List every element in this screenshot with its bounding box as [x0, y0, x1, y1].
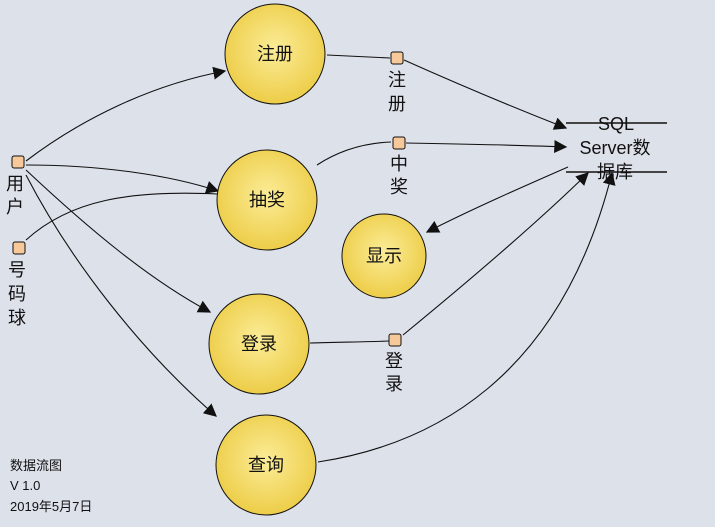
process-display-label: 显示	[366, 246, 402, 267]
entity-number-ball: 号 码 球	[8, 241, 26, 329]
edge-user-to-lottery	[25, 164, 220, 194]
flow-node-register: 注 册	[388, 51, 406, 115]
entity-number-ball-char-1: 号	[8, 260, 26, 281]
data-store-line-1: SQL	[598, 114, 634, 134]
footer-version: V 1.0	[10, 478, 40, 493]
edge-db-to-display	[425, 166, 569, 233]
edge-user-to-login	[25, 169, 212, 313]
edge-query-to-db	[317, 171, 616, 463]
process-register-circle	[224, 3, 326, 105]
flow-win-char-1: 中	[390, 154, 408, 175]
flow-login-char-2: 录	[385, 374, 403, 395]
process-lottery-circle	[216, 149, 318, 251]
data-store-line-2: Server数	[579, 138, 650, 158]
number-ball-node-icon	[12, 241, 26, 255]
edge-user-to-register	[25, 66, 227, 162]
process-register: 注册	[224, 3, 326, 105]
entity-user-char-1: 用	[6, 174, 24, 195]
flow-node-login: 登 录	[385, 333, 403, 395]
entity-user: 用 户	[6, 155, 25, 218]
edge-win-node-to-db	[405, 139, 568, 153]
flow-register-char-2: 册	[388, 94, 406, 115]
edge-numberball-to-lottery	[25, 192, 218, 241]
edge-login-node-to-db	[402, 172, 589, 336]
flow-edges	[25, 54, 616, 463]
footer-date: 2019年5月7日	[10, 499, 92, 514]
process-login: 登录	[208, 293, 310, 395]
data-store-line-3: 据库	[597, 162, 633, 182]
flow-win-node-icon	[392, 136, 406, 150]
process-login-circle	[208, 293, 310, 395]
process-query: 查询	[215, 414, 317, 516]
flow-node-win: 中 奖	[390, 136, 408, 198]
process-display-circle	[341, 213, 427, 299]
process-query-circle	[215, 414, 317, 516]
flow-login-char-1: 登	[385, 351, 403, 372]
edge-login-to-node	[309, 340, 390, 344]
edge-register-node-to-db	[403, 59, 568, 130]
entity-number-ball-char-2: 码	[8, 284, 26, 305]
flow-win-char-2: 奖	[390, 177, 408, 198]
process-register-label: 注册	[257, 44, 293, 65]
process-lottery: 抽奖	[216, 149, 318, 251]
edge-user-to-query	[25, 174, 217, 417]
flow-register-char-1: 注	[388, 70, 406, 91]
process-lottery-label: 抽奖	[249, 190, 285, 211]
user-node-icon	[11, 155, 25, 169]
process-login-label: 登录	[241, 334, 277, 355]
entity-user-char-2: 户	[6, 197, 24, 218]
entity-number-ball-char-3: 球	[8, 308, 26, 329]
edge-lottery-to-win-node	[316, 141, 392, 166]
edge-register-to-node	[326, 54, 391, 59]
footer-title: 数据流图	[10, 458, 62, 473]
flow-login-node-icon	[388, 333, 402, 347]
diagram-footer: 数据流图 V 1.0 2019年5月7日	[10, 458, 92, 514]
data-store: SQL Server数 据库	[566, 114, 667, 182]
process-display: 显示	[341, 213, 427, 299]
flow-register-node-icon	[390, 51, 404, 65]
process-query-label: 查询	[248, 455, 284, 476]
